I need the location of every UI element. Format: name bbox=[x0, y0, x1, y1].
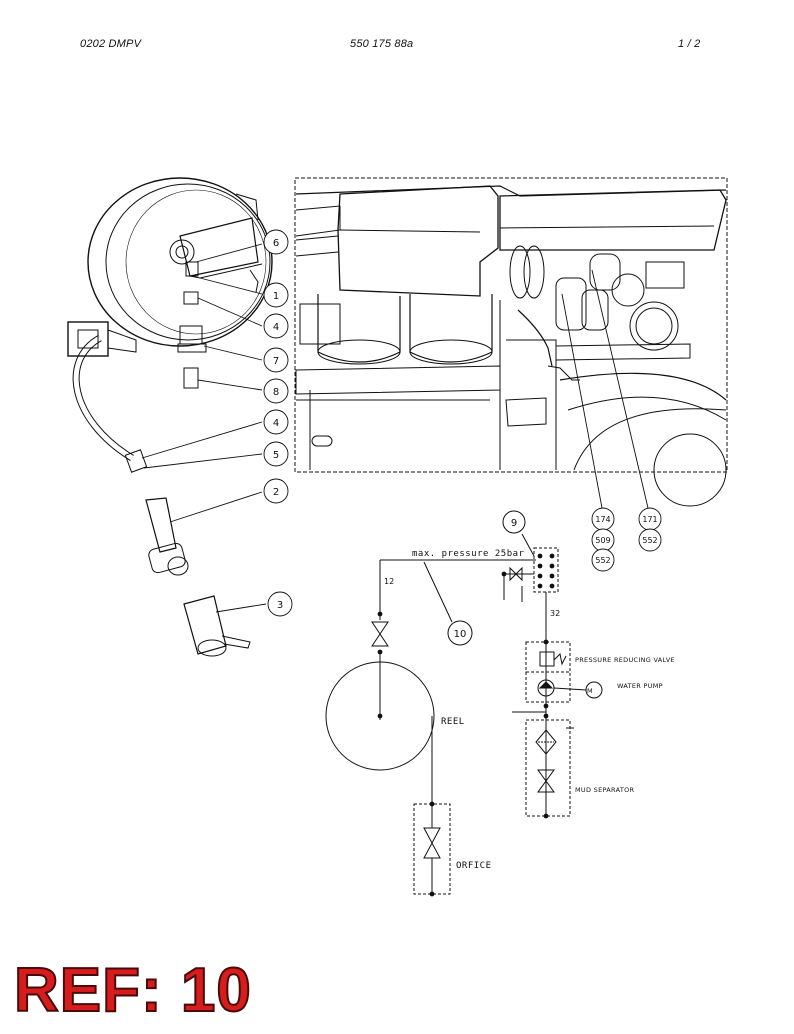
callout-5-label: 5 bbox=[273, 450, 279, 461]
callout-6-label: 6 bbox=[273, 238, 279, 249]
callout-2-label: 2 bbox=[273, 487, 279, 498]
callout-10-label: 10 bbox=[454, 629, 467, 640]
left-callouts bbox=[141, 229, 293, 617]
callout-4b-label: 4 bbox=[273, 418, 279, 429]
callout-10 bbox=[447, 620, 473, 646]
header-part-number: 550 175 88a bbox=[350, 38, 414, 50]
callout-552a bbox=[591, 548, 615, 572]
callout-7 bbox=[263, 347, 289, 373]
line-32-label: 32 bbox=[550, 609, 560, 618]
motor-symbol-label: M bbox=[587, 687, 593, 695]
machine-detail-view bbox=[294, 177, 728, 507]
mud-separator-label: MUD SEPARATOR bbox=[575, 786, 635, 794]
callout-174-label: 174 bbox=[595, 515, 610, 524]
callout-8-label: 8 bbox=[273, 387, 279, 398]
callout-6 bbox=[263, 229, 289, 255]
callout-2 bbox=[263, 478, 289, 504]
callout-1-label: 1 bbox=[273, 291, 279, 302]
callout-3-label: 3 bbox=[277, 600, 283, 611]
callout-4b bbox=[263, 409, 289, 435]
callout-171-label: 171 bbox=[642, 515, 657, 524]
hose-reel-assembly bbox=[67, 177, 273, 657]
callout-552b-label: 552 bbox=[642, 536, 657, 545]
header-page-number: 1 / 2 bbox=[678, 38, 701, 50]
callout-9-label: 9 bbox=[511, 518, 517, 529]
reel-label: REEL bbox=[441, 717, 465, 727]
pressure-reducing-valve-label: PRESSURE REDUCING VALVE bbox=[575, 656, 675, 664]
water-schematic bbox=[325, 510, 603, 897]
callout-552b bbox=[638, 528, 662, 552]
max-pressure-label: max. pressure 25bar bbox=[412, 549, 525, 559]
callout-9 bbox=[502, 510, 526, 534]
callout-1 bbox=[263, 282, 289, 308]
callout-4a-label: 4 bbox=[273, 322, 279, 333]
callout-7-label: 7 bbox=[273, 356, 279, 367]
orifice-label: ORFICE bbox=[456, 861, 492, 871]
machine-callouts bbox=[561, 269, 662, 572]
callout-8 bbox=[263, 378, 289, 404]
callout-5 bbox=[263, 441, 289, 467]
callout-3 bbox=[267, 591, 293, 617]
reference-stamp: REF: 10 bbox=[13, 956, 252, 1025]
callout-509-label: 509 bbox=[595, 536, 610, 545]
callout-552a-label: 552 bbox=[595, 556, 610, 565]
line-12-label: 12 bbox=[384, 577, 394, 586]
header-document-code: 0202 DMPV bbox=[80, 38, 142, 50]
water-pump-label: WATER PUMP bbox=[617, 682, 663, 690]
callout-4a bbox=[263, 313, 289, 339]
